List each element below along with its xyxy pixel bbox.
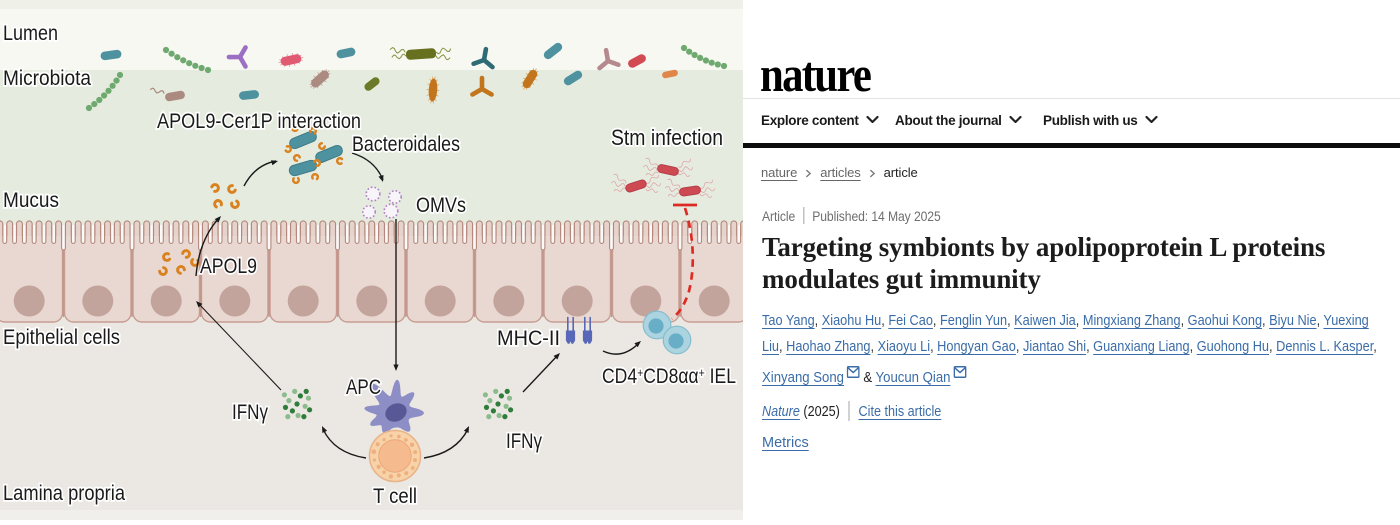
svg-text:APC: APC [346, 375, 381, 399]
svg-text:APOL9-Cer1P interaction: APOL9-Cer1P interaction [157, 109, 361, 133]
svg-text:Microbiota: Microbiota [3, 66, 91, 90]
svg-text:T cell: T cell [373, 484, 417, 508]
svg-text:APOL9: APOL9 [200, 254, 257, 278]
svg-text:MHC-II: MHC-II [497, 326, 560, 350]
svg-text:Stm infection: Stm infection [611, 125, 723, 150]
svg-text:IFNγ: IFNγ [506, 429, 542, 453]
svg-text:OMVs: OMVs [416, 193, 466, 217]
svg-text:Epithelial cells: Epithelial cells [3, 325, 120, 349]
svg-text:Bacteroidales: Bacteroidales [352, 132, 460, 156]
svg-text:Lamina propria: Lamina propria [3, 481, 125, 505]
svg-text:CD4+CD8αα+ IEL: CD4+CD8αα+ IEL [602, 364, 736, 388]
svg-text:Mucus: Mucus [3, 188, 59, 212]
svg-text:Lumen: Lumen [3, 21, 58, 45]
svg-text:IFNγ: IFNγ [232, 400, 268, 424]
